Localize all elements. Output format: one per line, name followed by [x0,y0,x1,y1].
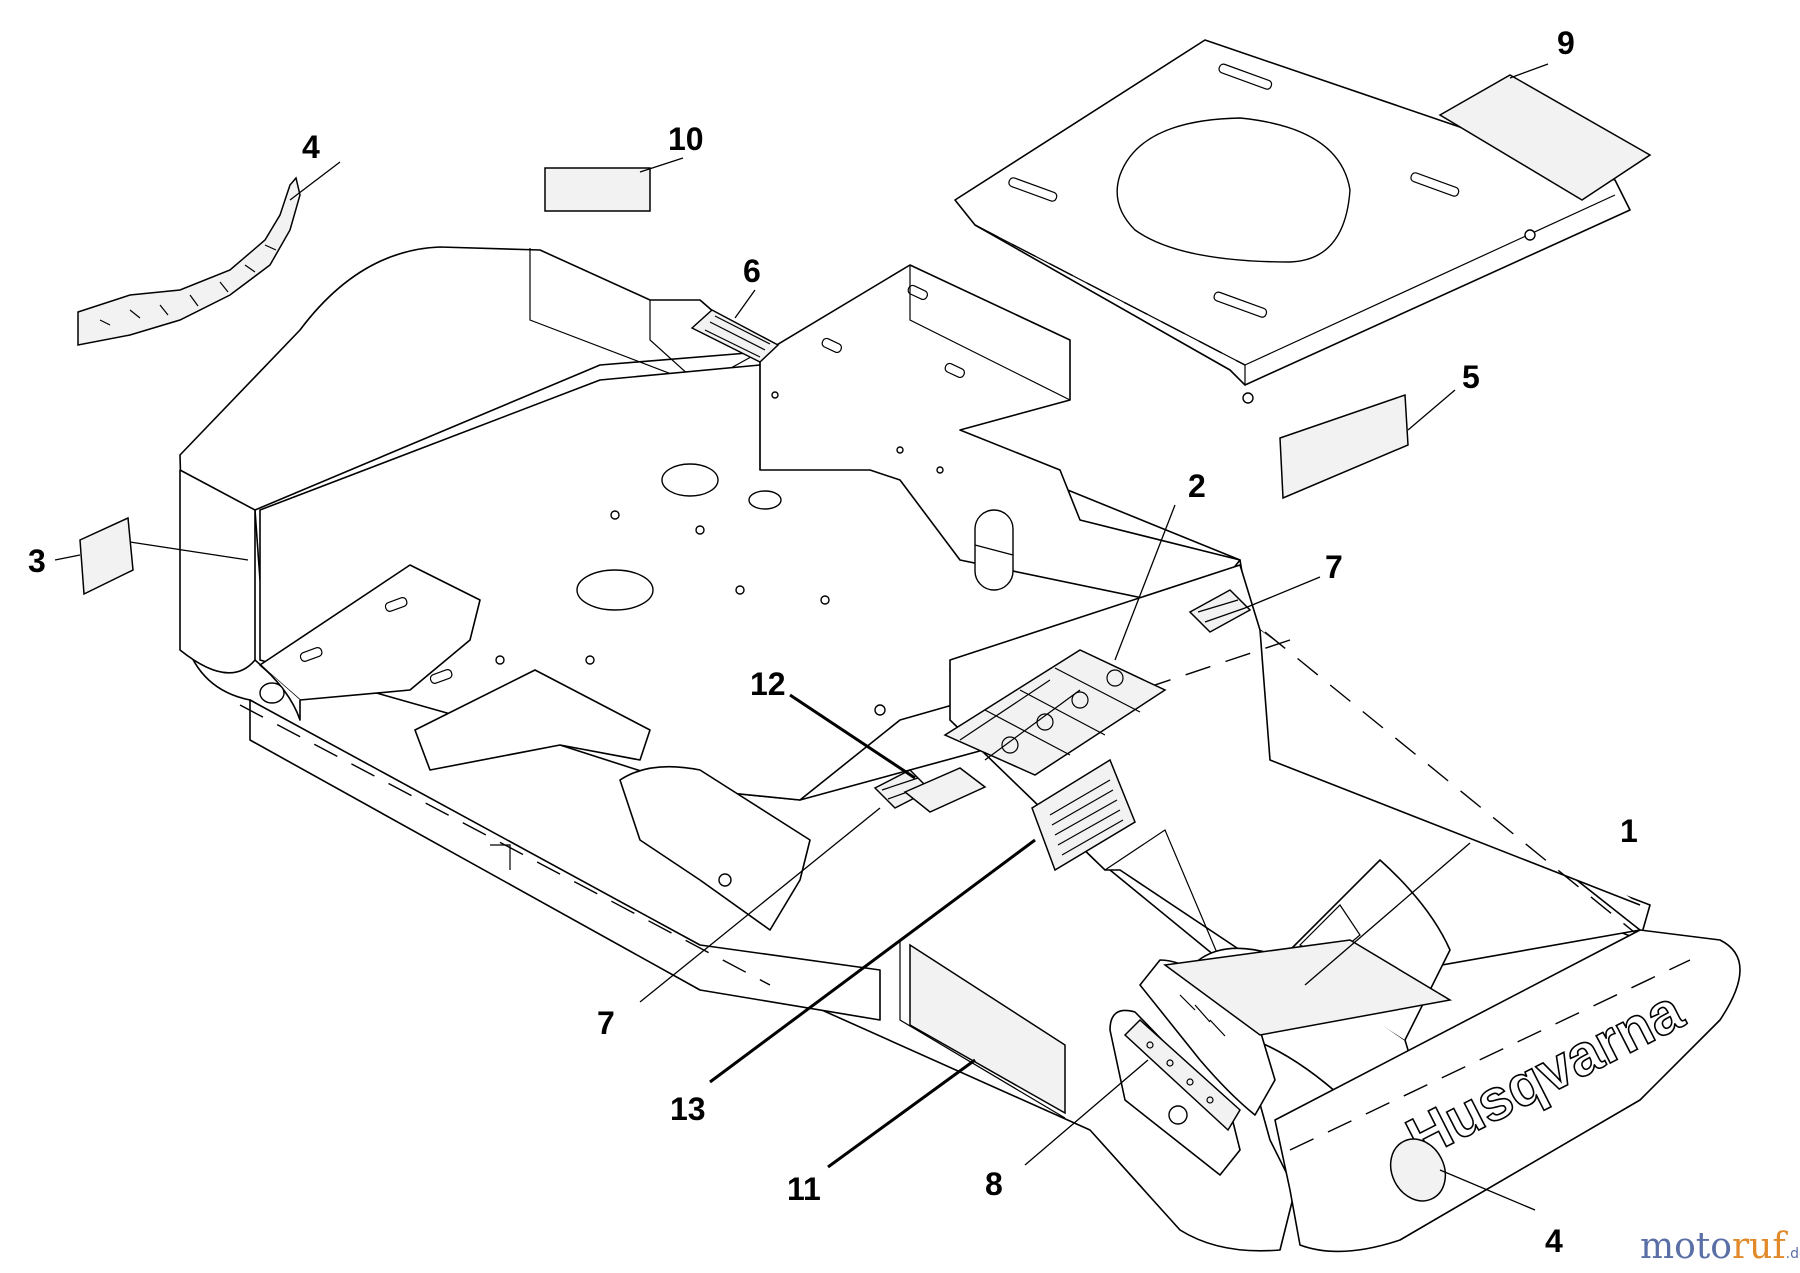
decal-part-12 [903,767,987,813]
decal-part-10 [544,167,651,212]
decal-part-5 [1279,393,1409,500]
decal-part-1 [1163,939,1453,1036]
decal-part-7-right [1188,589,1252,633]
seat-pan-plate [954,39,1631,404]
callout-4-bottom: 4 [1545,1223,1563,1259]
decal-part-13 [1031,758,1136,872]
callout-8: 8 [985,1166,1003,1202]
decal-part-8 [1123,1018,1241,1132]
decal-part-9 [1438,74,1652,201]
callout-7-right: 7 [1325,549,1343,585]
watermark-part-b: ruf [1732,1226,1788,1267]
callout-2: 2 [1188,468,1206,504]
decal-part-11 [909,943,1066,1115]
decal-part-2 [943,649,1167,776]
seat-box [759,264,1241,611]
callout-7-left: 7 [597,1005,615,1041]
callout-11: 11 [787,1171,821,1207]
callout-6: 6 [743,253,761,289]
callout-10: 10 [668,121,704,157]
callout-labels: 1 2 3 4 4 5 6 7 7 8 9 10 11 12 13 [28,25,1638,1259]
callout-4-top: 4 [302,129,320,165]
callout-1: 1 [1620,813,1638,849]
callout-3: 3 [28,543,46,579]
watermark-text: motoruf.de [1640,1226,1800,1267]
leader-lines [54,63,1549,1211]
decal-part-3 [79,516,134,596]
watermark-part-a: moto [1640,1226,1732,1267]
decal-part-6 [690,309,780,363]
callout-5: 5 [1462,359,1480,395]
watermark-suffix: .de [1786,1246,1800,1262]
callout-12: 12 [750,666,786,702]
decal-part-4-top [77,176,301,346]
callout-13: 13 [670,1091,706,1127]
callout-9: 9 [1557,25,1575,61]
site-watermark: motoruf.de [1640,1226,1800,1267]
